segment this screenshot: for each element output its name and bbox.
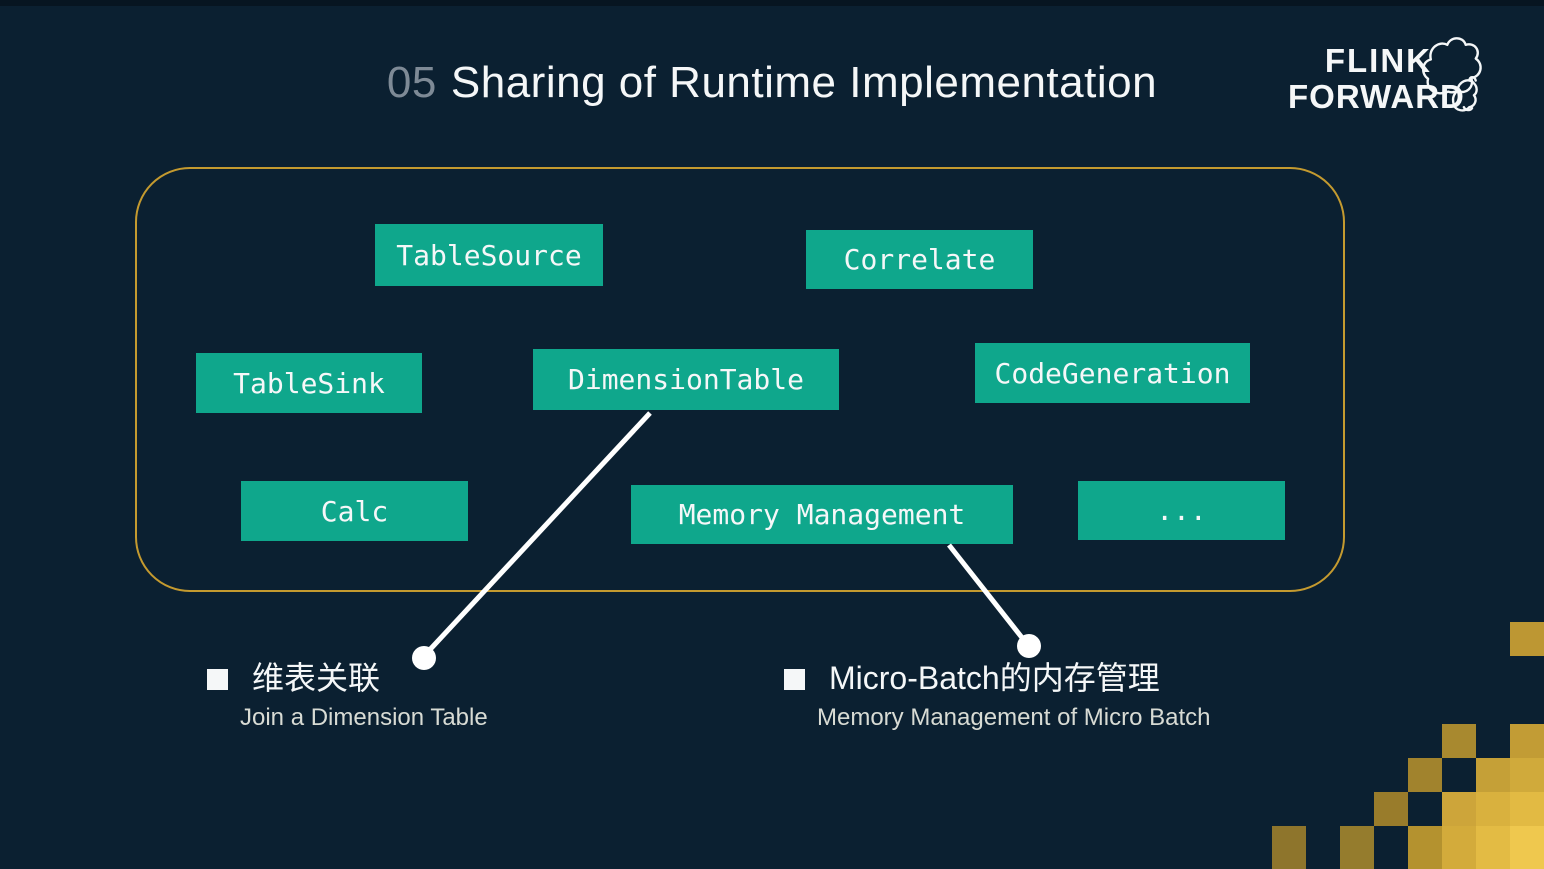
logo-text-forward: FORWARD (1288, 78, 1465, 115)
slide-title: 05 Sharing of Runtime Implementation (0, 58, 1544, 108)
runtime-components-frame (135, 167, 1345, 592)
mosaic-cell (1510, 792, 1544, 826)
box-label: TableSource (396, 238, 582, 272)
runtime-box-tablesink: TableSink (196, 353, 422, 413)
box-label: Memory Management (678, 498, 966, 531)
mosaic-cell (1408, 758, 1442, 792)
callout-micro-batch: Micro-Batch的内存管理 Memory Management of Mi… (784, 660, 1210, 733)
bullet-square-icon (207, 669, 228, 690)
callout-subtitle-en: Join a Dimension Table (240, 703, 488, 731)
flink-forward-logo: FLINK FORWARD (1288, 37, 1482, 115)
mosaic-cell (1476, 792, 1510, 826)
callout-dimension-table: 维表关联 Join a Dimension Table (207, 660, 488, 733)
top-edge-divider (0, 0, 1544, 6)
runtime-box-ellipsis: ... (1078, 481, 1285, 540)
mosaic-cell (1510, 758, 1544, 792)
runtime-box-calc: Calc (241, 481, 468, 541)
runtime-box-tablesource: TableSource (375, 224, 603, 286)
box-label: Calc (320, 494, 389, 528)
box-label: ... (1156, 494, 1207, 527)
mosaic-cell (1476, 826, 1510, 869)
mosaic-cell (1510, 724, 1544, 758)
mosaic-cell (1340, 826, 1374, 869)
slide-number: 05 (386, 58, 437, 107)
slide-title-text: Sharing of Runtime Implementation (450, 58, 1158, 107)
mosaic-cell (1442, 792, 1476, 826)
runtime-box-correlate: Correlate (806, 230, 1033, 289)
logo-text-flink: FLINK (1324, 42, 1432, 79)
runtime-box-memory-management: Memory Management (631, 485, 1013, 544)
connector-endpoint-dot (1017, 634, 1041, 658)
runtime-box-codegeneration: CodeGeneration (975, 343, 1250, 403)
box-label: CodeGeneration (994, 356, 1231, 390)
box-label: TableSink (233, 366, 385, 400)
squirrel-icon (1422, 37, 1482, 112)
mosaic-cell (1272, 826, 1306, 869)
box-label: DimensionTable (567, 363, 804, 396)
callout-subtitle-en: Memory Management of Micro Batch (817, 703, 1211, 731)
mosaic-cell (1510, 622, 1544, 656)
mosaic-cell (1374, 792, 1408, 826)
mosaic-cell (1442, 826, 1476, 869)
mosaic-cell (1476, 758, 1510, 792)
mosaic-cell (1408, 826, 1442, 869)
callout-title-cn: 维表关联 (252, 660, 381, 696)
bullet-square-icon (784, 669, 805, 690)
callout-title-cn: Micro-Batch的内存管理 (829, 660, 1160, 696)
mosaic-cell (1442, 724, 1476, 758)
box-label: Correlate (843, 243, 996, 276)
runtime-box-dimensiontable: DimensionTable (533, 349, 839, 410)
mosaic-cell (1510, 826, 1544, 869)
